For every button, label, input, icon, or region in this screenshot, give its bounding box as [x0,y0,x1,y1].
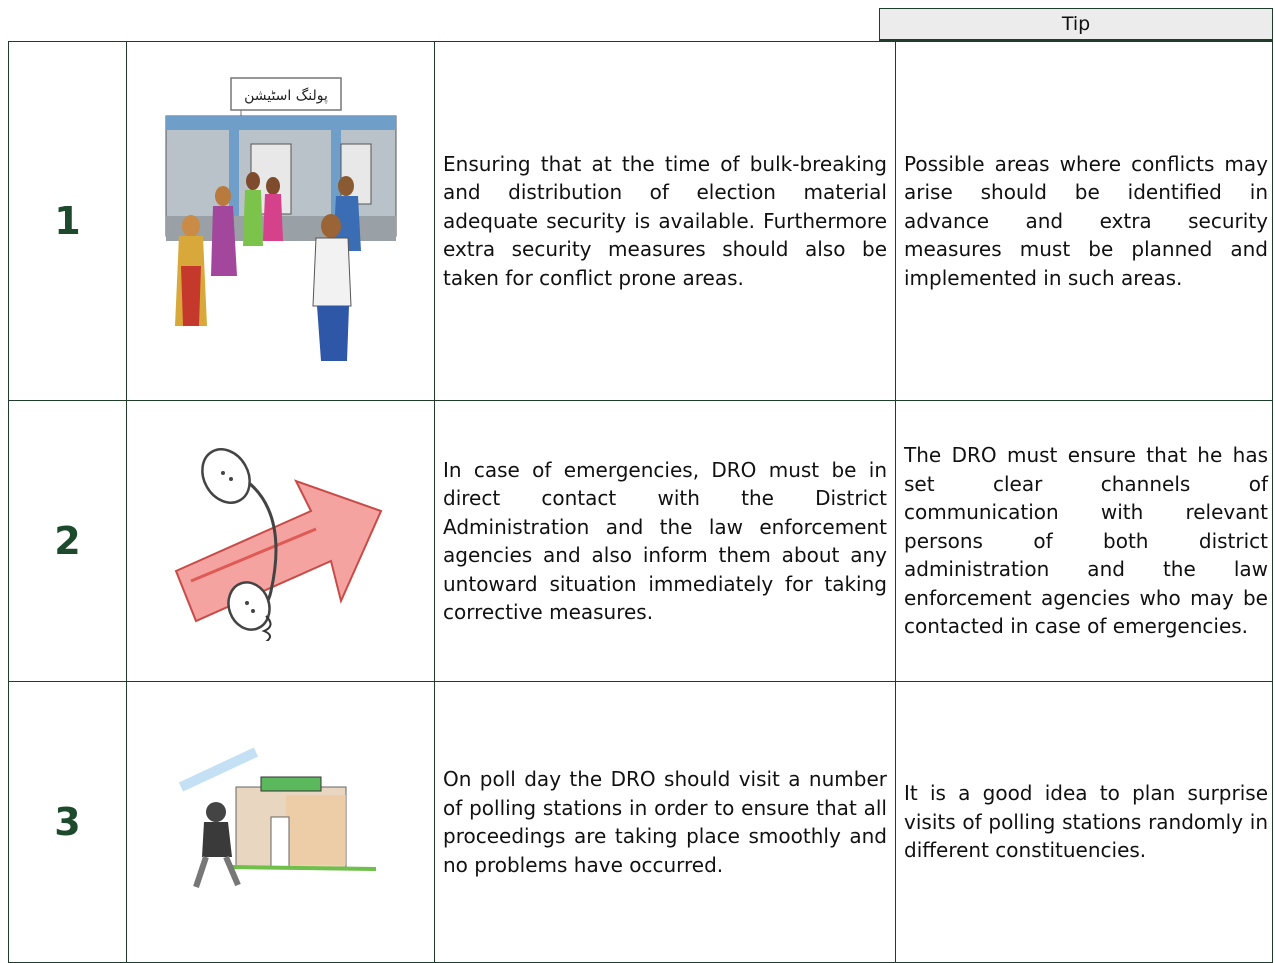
security-guidelines-table: 1 پولنگ اسٹیشن [8,41,1273,963]
description-text: Ensuring that at the time of bulk-breaki… [443,151,887,290]
row-number: 1 [8,41,127,401]
row-number: 2 [8,400,127,682]
description-cell: Ensuring that at the time of bulk-breaki… [434,41,896,401]
tip-text: It is a good idea to plan surprise visit… [904,781,1268,863]
illustration-cell: پولنگ اسٹیشن [126,41,435,401]
description-text: In case of emergencies, DRO must be in d… [443,457,887,625]
row-number: 3 [8,681,127,963]
telephone-arrow-illustration [174,448,382,641]
description-cell: On poll day the DRO should visit a numbe… [434,681,896,963]
tip-cell: The DRO must ensure that he has set clea… [895,400,1273,682]
description-text: On poll day the DRO should visit a numbe… [443,767,887,877]
description-cell: In case of emergencies, DRO must be in d… [434,400,896,682]
tip-header-label: Tip [1061,13,1091,35]
tip-text: The DRO must ensure that he has set clea… [904,443,1268,639]
tip-cell: Possible areas where conflicts may arise… [895,41,1273,401]
polling-station-crowd-illustration: پولنگ اسٹیشن [165,77,396,361]
tip-text: Possible areas where conflicts may arise… [904,151,1268,290]
table-row: 2 In case of emergencies, DRO must be in… [8,400,1273,682]
illustration-cell [126,681,435,963]
tip-cell: It is a good idea to plan surprise visit… [895,681,1273,963]
table-row: 3 On poll day the DRO should visit a num… [8,681,1273,963]
table-row: 1 پولنگ اسٹیشن [8,41,1273,401]
sign-text: پولنگ اسٹیشن [244,87,328,104]
illustration-cell [126,400,435,682]
person-visiting-polling-station-illustration [178,747,376,888]
tip-column-header: Tip [879,8,1273,41]
